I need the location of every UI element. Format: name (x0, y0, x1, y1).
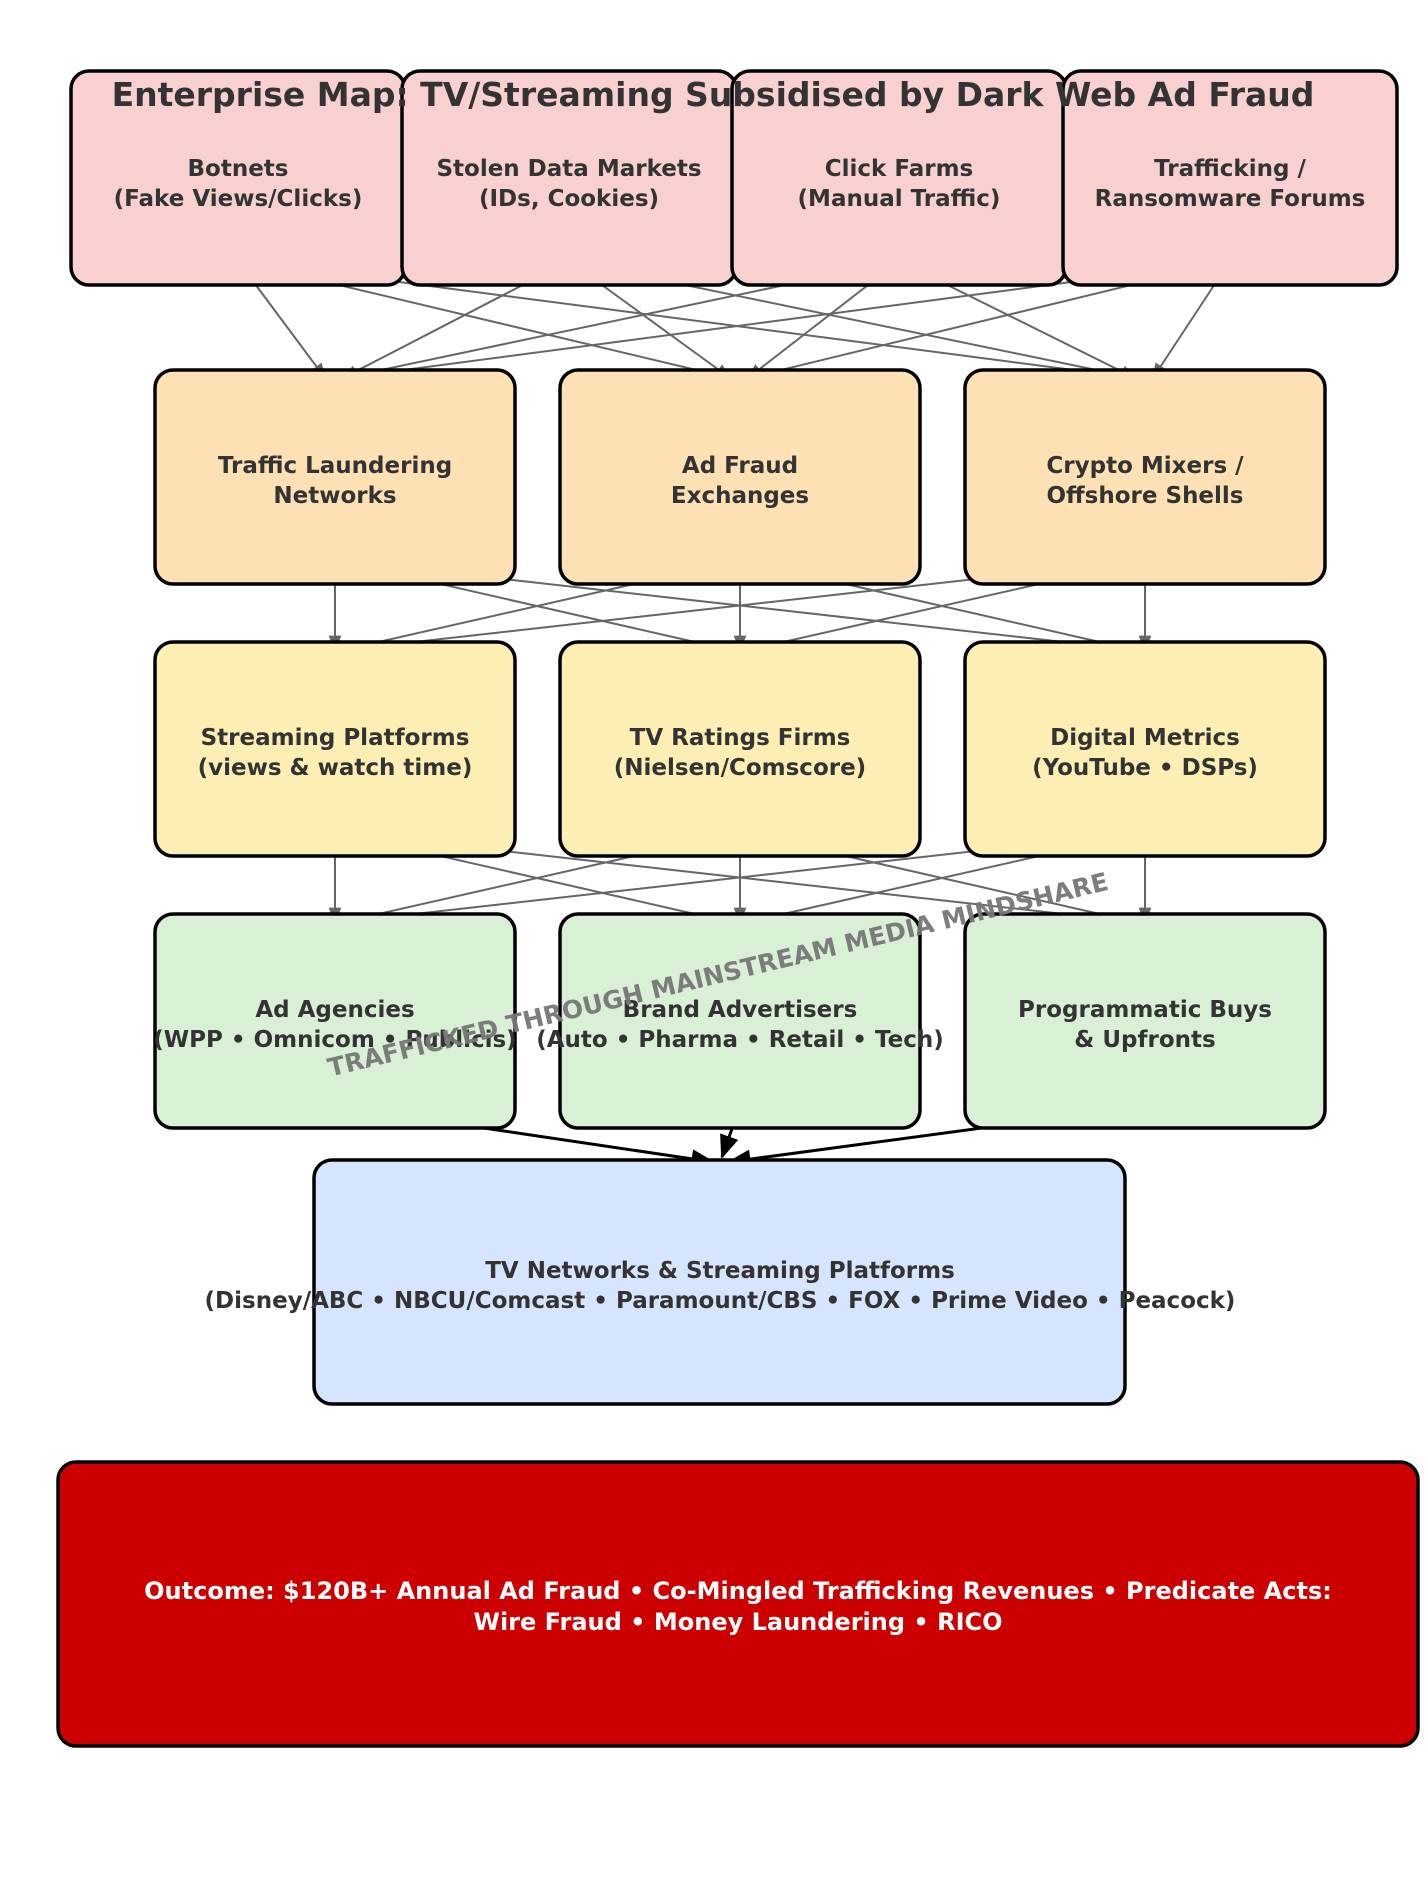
target-node-label-line-2: (Disney/ABC • NBCU/Comcast • Paramount/C… (205, 1288, 1236, 1314)
metrics-node-streaming-platforms (153, 640, 517, 858)
buyer-node-brand-advertisers-label-line-2: (Auto • Pharma • Retail • Tech) (536, 1027, 944, 1053)
source-node-stolen-data-markets-label-line-1: Stolen Data Markets (436, 156, 701, 182)
outcome-banner-label-line-2: Wire Fraud • Money Laundering • RICO (473, 1608, 1002, 1636)
buyer-node-programmatic-buys-label-line-1: Programmatic Buys (1018, 997, 1272, 1023)
buyer-node-programmatic-buys (963, 912, 1327, 1130)
nodes-layer: Botnets (Fake Views/Clicks) Stolen Data Ma… (56, 69, 1420, 1748)
source-node-trafficking-label-line-2: Ransomware Forums (1095, 186, 1366, 212)
laundering-node-crypto-mixers (963, 368, 1327, 586)
metrics-node-tv-ratings-firms-label-line-2: (Nielsen/Comscore) (614, 755, 866, 781)
source-node-botnets-label-line-1: Botnets (188, 156, 289, 182)
laundering-node-ad-fraud (558, 368, 922, 586)
laundering-node-crypto-mixers-label-line-2: Offshore Shells (1047, 483, 1244, 509)
buyer-node-brand-advertisers-label-line-1: Brand Advertisers (623, 997, 858, 1023)
metrics-node-digital-metrics-label-line-1: Digital Metrics (1050, 725, 1240, 751)
buyer-node-brand-advertisers (558, 912, 922, 1130)
target-node-label-line-1: TV Networks & Streaming Platforms (485, 1258, 955, 1284)
outcome-banner-label-line-1: Outcome: $120B+ Annual Ad Fraud • Co-Min… (144, 1577, 1332, 1605)
laundering-node-traffic-laundering-label-line-2: Networks (273, 483, 396, 509)
metrics-node-digital-metrics-label-line-2: (YouTube • DSPs) (1032, 755, 1258, 781)
buyer-node-ad-agencies-label-line-2: (WPP • Omnicom • Publicis) (153, 1027, 516, 1053)
source-node-trafficking-label-line-1: Trafficking / (1154, 156, 1306, 182)
outcome-banner (56, 1460, 1420, 1748)
laundering-node-ad-fraud-label-line-1: Ad Fraud (682, 453, 798, 479)
source-node-click-farms-label-line-2: (Manual Traffic) (798, 186, 1001, 212)
laundering-node-traffic-laundering (153, 368, 517, 586)
laundering-node-crypto-mixers-label-line-1: Crypto Mixers / (1046, 453, 1244, 479)
metrics-node-tv-ratings-firms (558, 640, 922, 858)
metrics-node-streaming-platforms-label-line-2: (views & watch time) (198, 755, 473, 781)
buyer-node-programmatic-buys-label-line-2: & Upfronts (1074, 1027, 1215, 1053)
source-node-click-farms-label-line-1: Click Farms (825, 156, 973, 182)
diagram-title: Enterprise Map: TV/Streaming Subsidised … (112, 75, 1315, 114)
buyer-node-ad-agencies-label-line-1: Ad Agencies (255, 997, 414, 1023)
laundering-node-traffic-laundering-label-line-1: Traffic Laundering (218, 453, 452, 479)
buyer-node-ad-agencies (153, 912, 517, 1130)
source-node-trafficking (1061, 69, 1399, 287)
target-node-tv-networks (312, 1158, 1127, 1406)
laundering-node-ad-fraud-label-line-2: Exchanges (671, 483, 809, 509)
source-node-botnets-label-line-2: (Fake Views/Clicks) (114, 186, 363, 212)
metrics-node-streaming-platforms-label-line-1: Streaming Platforms (201, 725, 470, 751)
source-node-stolen-data-markets-label-line-2: (IDs, Cookies) (479, 186, 659, 212)
metrics-node-tv-ratings-firms-label-line-1: TV Ratings Firms (630, 725, 851, 751)
metrics-node-digital-metrics (963, 640, 1327, 858)
